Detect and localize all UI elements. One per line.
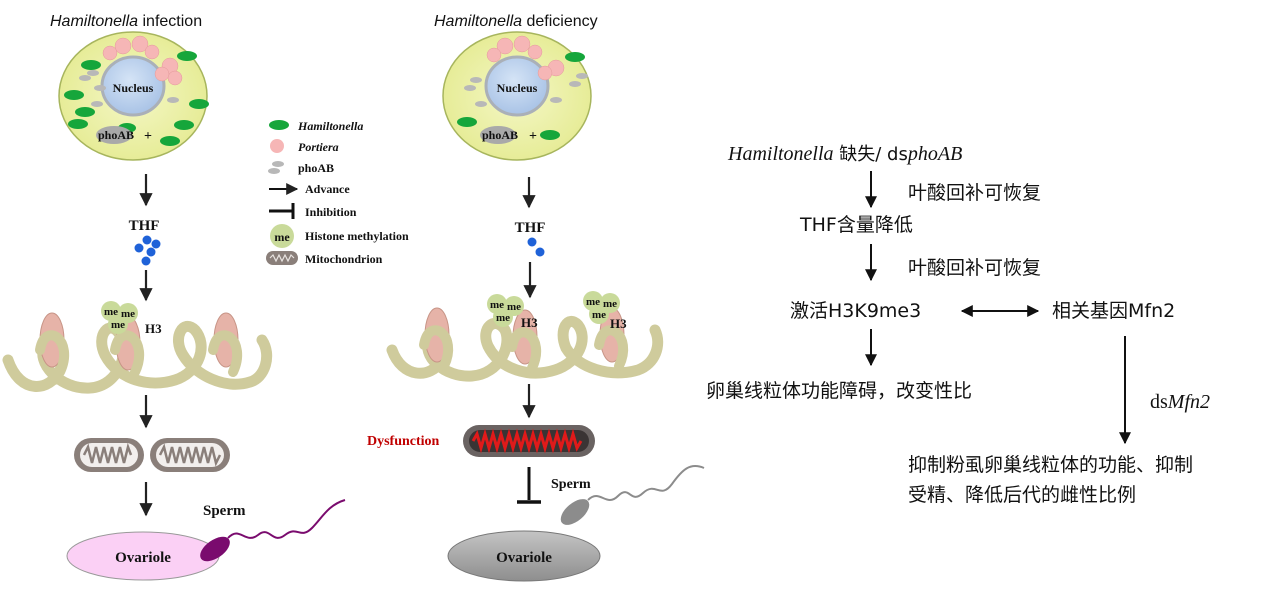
outcome-2-line2: 受精、降低后代的雌性比例	[908, 484, 1136, 506]
ovariole-label: Ovariole	[115, 550, 171, 566]
h3-label: H3	[521, 315, 538, 330]
legend-label: phoAB	[298, 161, 334, 175]
rescue-note: 叶酸回补可恢复	[908, 257, 1041, 279]
green-oval-icon	[269, 120, 289, 130]
legend-label: Histone methylation	[305, 229, 409, 243]
middle-cell: Nucleus phoAB +	[442, 31, 592, 161]
thf-label: THF	[515, 220, 546, 236]
h3-label: H3	[145, 321, 162, 336]
histone-methylation-marks: me me me	[487, 294, 524, 327]
svg-text:me: me	[496, 312, 510, 324]
pink-circle-icon	[270, 139, 284, 153]
thf-dots	[527, 237, 545, 257]
nucleus-label: Nucleus	[113, 81, 154, 95]
gray-oval-icon	[268, 161, 284, 174]
mitochondrion	[74, 438, 144, 472]
plus-sign: +	[529, 129, 537, 144]
inhibition-symbol	[517, 467, 541, 504]
rescue-note: 叶酸回补可恢复	[908, 182, 1041, 204]
svg-text:me: me	[586, 296, 600, 308]
svg-text:me: me	[603, 298, 617, 310]
left-panel: Hamiltonella infection Nucleus	[2, 13, 346, 581]
ovariole-label: Ovariole	[496, 550, 552, 566]
dysfunction-label: Dysfunction	[367, 434, 440, 449]
svg-text:me: me	[121, 308, 135, 320]
plus-sign: +	[144, 129, 152, 144]
thf-dots	[134, 235, 161, 266]
sperm	[200, 499, 346, 562]
svg-text:me: me	[507, 301, 521, 313]
svg-text:me: me	[592, 309, 606, 321]
left-title: Hamiltonella infection	[50, 13, 202, 30]
left-cell: Nucleus phoAB	[58, 31, 209, 161]
me-circle-icon	[270, 224, 294, 248]
dsmfn2-label: dsMfn2	[1150, 391, 1210, 413]
histone-methylation-marks: me me me	[101, 301, 138, 334]
legend-label: Hamiltonella	[297, 119, 363, 133]
sperm	[560, 465, 705, 525]
portiera-cluster	[102, 35, 183, 86]
phoab-cluster	[464, 73, 588, 144]
phoab-label: phoAB	[98, 128, 134, 142]
inhibition-icon	[269, 203, 295, 219]
chromatin	[386, 307, 664, 382]
thf-label: THF	[129, 218, 160, 234]
phoab-label: phoAB	[482, 128, 518, 142]
legend-label: Portiera	[298, 140, 339, 154]
hamiltonella-cluster	[64, 51, 209, 146]
mitochondrion	[150, 438, 230, 472]
thf-decrease: THF含量降低	[799, 214, 913, 236]
activate-h3k9me3: 激活H3K9me3	[790, 300, 921, 322]
hamiltonella-cluster	[457, 52, 585, 140]
portiera-cluster	[486, 35, 565, 81]
legend: Hamiltonella Portiera phoAB Advance Inhi…	[266, 119, 409, 266]
svg-text:me: me	[104, 306, 118, 318]
mitochondrion-dysfunction	[463, 425, 595, 457]
legend-label: Advance	[305, 182, 350, 196]
outcome-2-line1: 抑制粉虱卵巢线粒体的功能、抑制	[908, 454, 1193, 476]
sperm-label: Sperm	[551, 477, 591, 492]
chromatin	[2, 312, 273, 394]
h3-label: H3	[610, 316, 627, 331]
svg-text:me: me	[490, 299, 504, 311]
outcome-1: 卵巢线粒体功能障碍，改变性比	[706, 380, 972, 402]
nucleus	[484, 55, 550, 117]
legend-label: Inhibition	[305, 205, 357, 219]
mitochondrion-icon	[266, 251, 298, 265]
ovariole	[447, 530, 601, 582]
sperm-label: Sperm	[203, 503, 246, 519]
related-gene: 相关基因Mfn2	[1052, 300, 1175, 322]
middle-title: Hamiltonella deficiency	[434, 13, 598, 30]
mechanism-flow: Hamiltonella 缺失/ dsphoAB 叶酸回补可恢复 THF含量降低…	[706, 143, 1210, 506]
me-icon-text: me	[274, 230, 290, 244]
svg-text:me: me	[111, 319, 125, 331]
nucleus-label: Nucleus	[497, 81, 538, 95]
histone-methylation-marks: me me me	[583, 291, 620, 324]
flow-start: Hamiltonella 缺失/ dsphoAB	[727, 143, 962, 165]
phoab-cluster	[79, 70, 179, 144]
middle-panel: Hamiltonella deficiency Nucleus	[367, 13, 705, 582]
legend-label: Mitochondrion	[305, 252, 383, 266]
